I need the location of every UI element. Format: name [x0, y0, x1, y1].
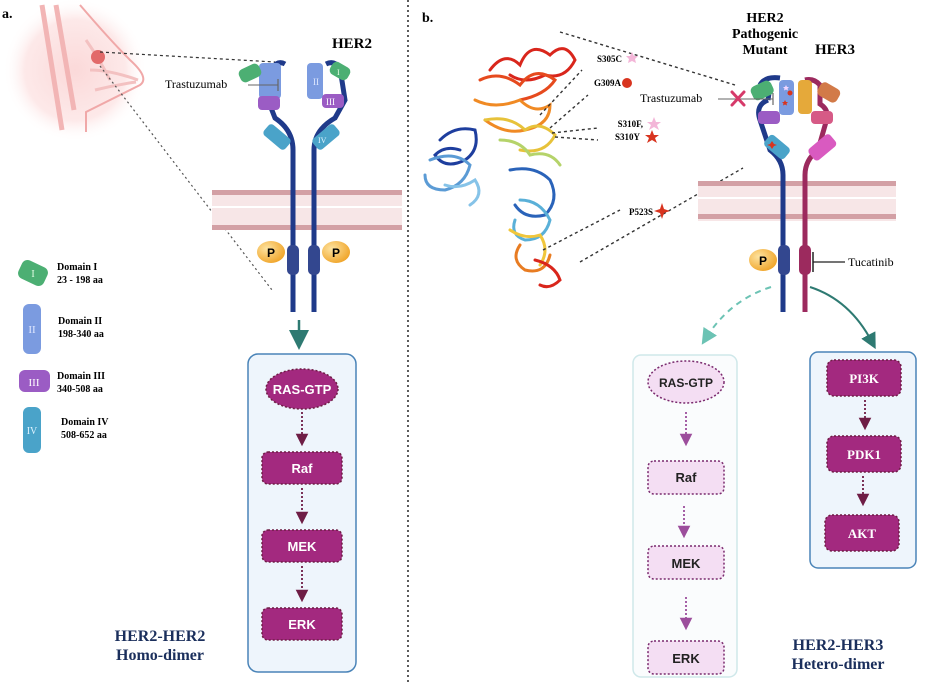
mutant-title-line2: Pathogenic	[732, 27, 798, 42]
panel-a: a. HER2	[2, 0, 402, 673]
svg-text:ERK: ERK	[288, 617, 316, 632]
mutation-marker-s310y-icon	[645, 130, 659, 143]
panel-b-label: b.	[422, 11, 433, 26]
svg-text:P: P	[332, 246, 340, 260]
svg-text:RAS-GTP: RAS-GTP	[659, 376, 713, 390]
breast-illustration-icon	[3, 0, 147, 142]
legend-domain-4: IV Domain IV 508-652 aa	[23, 407, 109, 453]
svg-text:Raf: Raf	[676, 470, 698, 485]
pathway-node-pdk1: PDK1	[826, 435, 902, 473]
svg-text:II: II	[28, 324, 36, 336]
mutant-title-line3: Mutant	[742, 43, 787, 58]
mutation-label-p523s: P523S	[629, 207, 653, 217]
trastuzumab-label: Trastuzumab	[165, 77, 227, 91]
mutation-marker-p523s-icon	[654, 203, 670, 219]
legend-domain-1: I Domain I 23 - 198 aa	[18, 259, 103, 287]
svg-text:198-340 aa: 198-340 aa	[58, 329, 104, 340]
protein-structure-icon	[423, 47, 577, 289]
tucatinib-label: Tucatinib	[848, 255, 894, 269]
her2-receptor-left	[238, 60, 299, 312]
mutation-marker-s310f-icon	[647, 117, 661, 130]
phosphate-left: P	[257, 241, 285, 263]
svg-text:ERK: ERK	[672, 651, 700, 666]
cell-membrane	[212, 190, 402, 230]
legend-domain-2: II Domain II 198-340 aa	[23, 304, 104, 354]
svg-text:AKT: AKT	[848, 526, 877, 541]
mutation-label-s305c: S305C	[597, 54, 622, 64]
svg-text:RAS-GTP: RAS-GTP	[273, 382, 332, 397]
pathway-node-erk: ERK	[261, 607, 343, 641]
her2-receptor-right: II I III IV	[307, 60, 351, 312]
svg-text:P: P	[759, 254, 767, 268]
svg-text:Domain I: Domain I	[57, 262, 97, 273]
domain-legend: I Domain I 23 - 198 aa II Domain II 198-…	[18, 259, 109, 453]
pathway-node-raf: Raf	[261, 451, 343, 485]
mutation-label-g309a: G309A	[594, 78, 622, 88]
cell-membrane-b	[698, 181, 896, 221]
legend-domain-3: III Domain III 340-508 aa	[19, 370, 105, 395]
caption-homodimer-line1: HER2-HER2	[115, 628, 206, 645]
pathway-node-mek-inactive: MEK	[647, 545, 725, 580]
caption-heterodimer-line1: HER2-HER3	[793, 637, 884, 654]
svg-text:MEK: MEK	[672, 556, 702, 571]
mutation-label-s310f: S310F,	[618, 119, 643, 129]
pathway-node-ras-gtp-inactive: RAS-GTP	[647, 360, 725, 404]
mutation-label-s310y: S310Y	[615, 132, 641, 142]
svg-text:P: P	[267, 246, 275, 260]
caption-homodimer-line2: Homo-dimer	[116, 647, 204, 664]
svg-text:III: III	[326, 97, 335, 107]
svg-text:I: I	[337, 68, 340, 77]
pathway-box-mapk-inactive	[632, 354, 738, 678]
svg-text:PDK1: PDK1	[847, 447, 881, 462]
active-pathway-arrow	[809, 286, 876, 350]
pathway-node-pi3k: PI3K	[826, 359, 902, 397]
svg-text:Domain IV: Domain IV	[61, 417, 109, 428]
svg-text:MEK: MEK	[288, 539, 318, 554]
svg-text:Domain III: Domain III	[57, 371, 105, 382]
svg-text:III: III	[29, 377, 40, 389]
pathway-node-erk-inactive: ERK	[647, 640, 725, 675]
receptor-title-her2: HER2	[332, 36, 372, 52]
svg-text:IV: IV	[318, 136, 327, 145]
trastuzumab-label-b: Trastuzumab	[640, 91, 702, 105]
her2-mutant-receptor	[750, 75, 794, 312]
svg-text:340-508 aa: 340-508 aa	[57, 384, 103, 395]
svg-text:Raf: Raf	[292, 461, 314, 476]
phosphate-b: P	[749, 249, 777, 271]
panel-b: b. S305C	[422, 11, 917, 678]
mutation-marker-g309a-icon	[622, 78, 632, 88]
svg-text:508-652 aa: 508-652 aa	[61, 430, 107, 441]
her3-receptor	[798, 77, 841, 312]
mutant-title-line1: HER2	[746, 11, 783, 26]
svg-text:IV: IV	[27, 426, 38, 437]
pathway-node-akt: AKT	[824, 514, 900, 552]
svg-text:I: I	[31, 269, 34, 280]
svg-text:II: II	[313, 77, 319, 87]
phosphate-right: P	[322, 241, 350, 263]
svg-text:Domain II: Domain II	[58, 316, 102, 327]
svg-text:23 - 198 aa: 23 - 198 aa	[57, 275, 103, 286]
svg-text:PI3K: PI3K	[849, 371, 880, 386]
pathway-node-raf-inactive: Raf	[647, 460, 725, 495]
receptor-title-her3: HER3	[815, 42, 855, 58]
panel-a-label: a.	[2, 7, 13, 22]
mutation-marker-s305c-icon	[626, 52, 638, 63]
pathway-node-mek: MEK	[261, 529, 343, 563]
caption-heterodimer-line2: Hetero-dimer	[792, 656, 885, 673]
pathway-node-ras-gtp: RAS-GTP	[265, 368, 339, 410]
inactive-pathway-arrow	[701, 286, 772, 345]
blocked-x-icon	[730, 90, 746, 107]
